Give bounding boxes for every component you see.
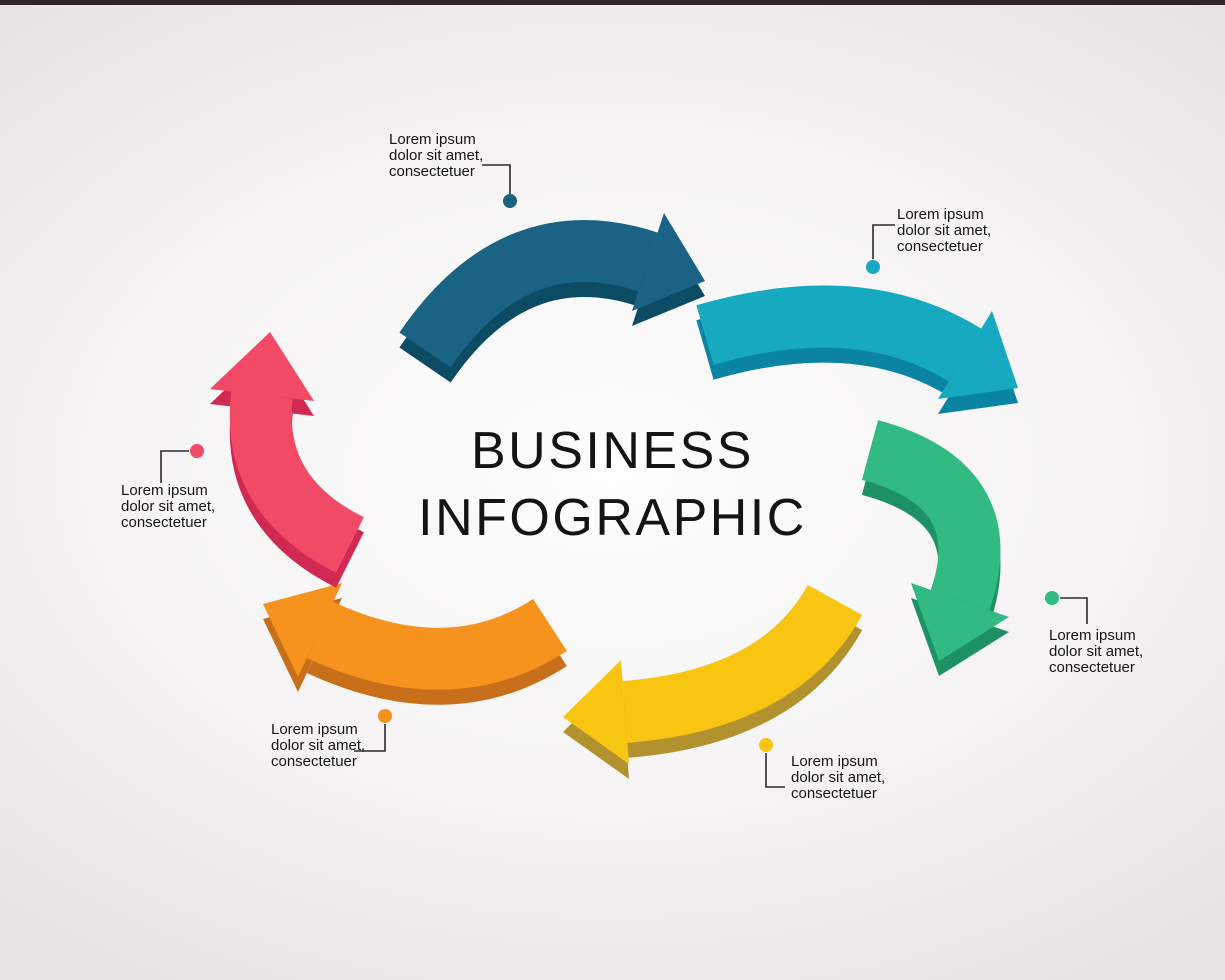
arrow-step-2 [696,285,1018,414]
arrow-step-3 [861,420,1009,676]
title-line-1: BUSINESS [471,422,754,480]
connector-line-6 [160,450,189,483]
arrow-1-body [399,220,658,368]
arrow-4-body [622,584,863,743]
label-step-5: Lorem ipsum dolor sit amet, consectetuer [271,721,366,770]
arrow-6-body [229,391,365,573]
connector-line-3 [1060,597,1088,624]
arrow-step-1 [399,213,705,383]
connector-dot-6 [190,444,204,458]
arrow-step-4 [563,584,863,779]
top-border [0,0,1225,5]
connector-dot-4 [759,738,773,752]
connector-dot-1 [503,194,517,208]
arrow-2-body [696,285,982,382]
connector-line-1 [482,164,511,194]
label-step-2: Lorem ipsum dolor sit amet, consectetuer [897,206,992,255]
arrow-5-body [307,598,567,690]
arrow-2-head [938,311,1018,399]
title-line-2: INFOGRAPHIC [418,489,807,547]
connector-dot-3 [1045,591,1059,605]
arrow-step-5 [263,583,567,705]
arrow-1-head [632,213,705,311]
connector-line-4 [765,753,785,788]
arrow-4-head [563,660,629,764]
connector-line-2 [872,224,895,259]
connector-dot-5 [378,709,392,723]
arrow-3-head [911,583,1009,661]
arrow-step-6 [210,332,365,588]
arrow-6-head [210,332,314,401]
label-step-6: Lorem ipsum dolor sit amet, consectetuer [121,482,216,531]
arrow-3-body [861,420,1001,611]
label-step-1: Lorem ipsum dolor sit amet, consectetuer [389,131,484,180]
connector-dot-2 [866,260,880,274]
arrow-5-head [263,583,342,677]
connector-line-5 [354,724,386,752]
label-step-4: Lorem ipsum dolor sit amet, consectetuer [791,753,886,802]
label-step-3: Lorem ipsum dolor sit amet, consectetuer [1049,627,1144,676]
page-title: BUSINESS INFOGRAPHIC [0,418,1225,552]
